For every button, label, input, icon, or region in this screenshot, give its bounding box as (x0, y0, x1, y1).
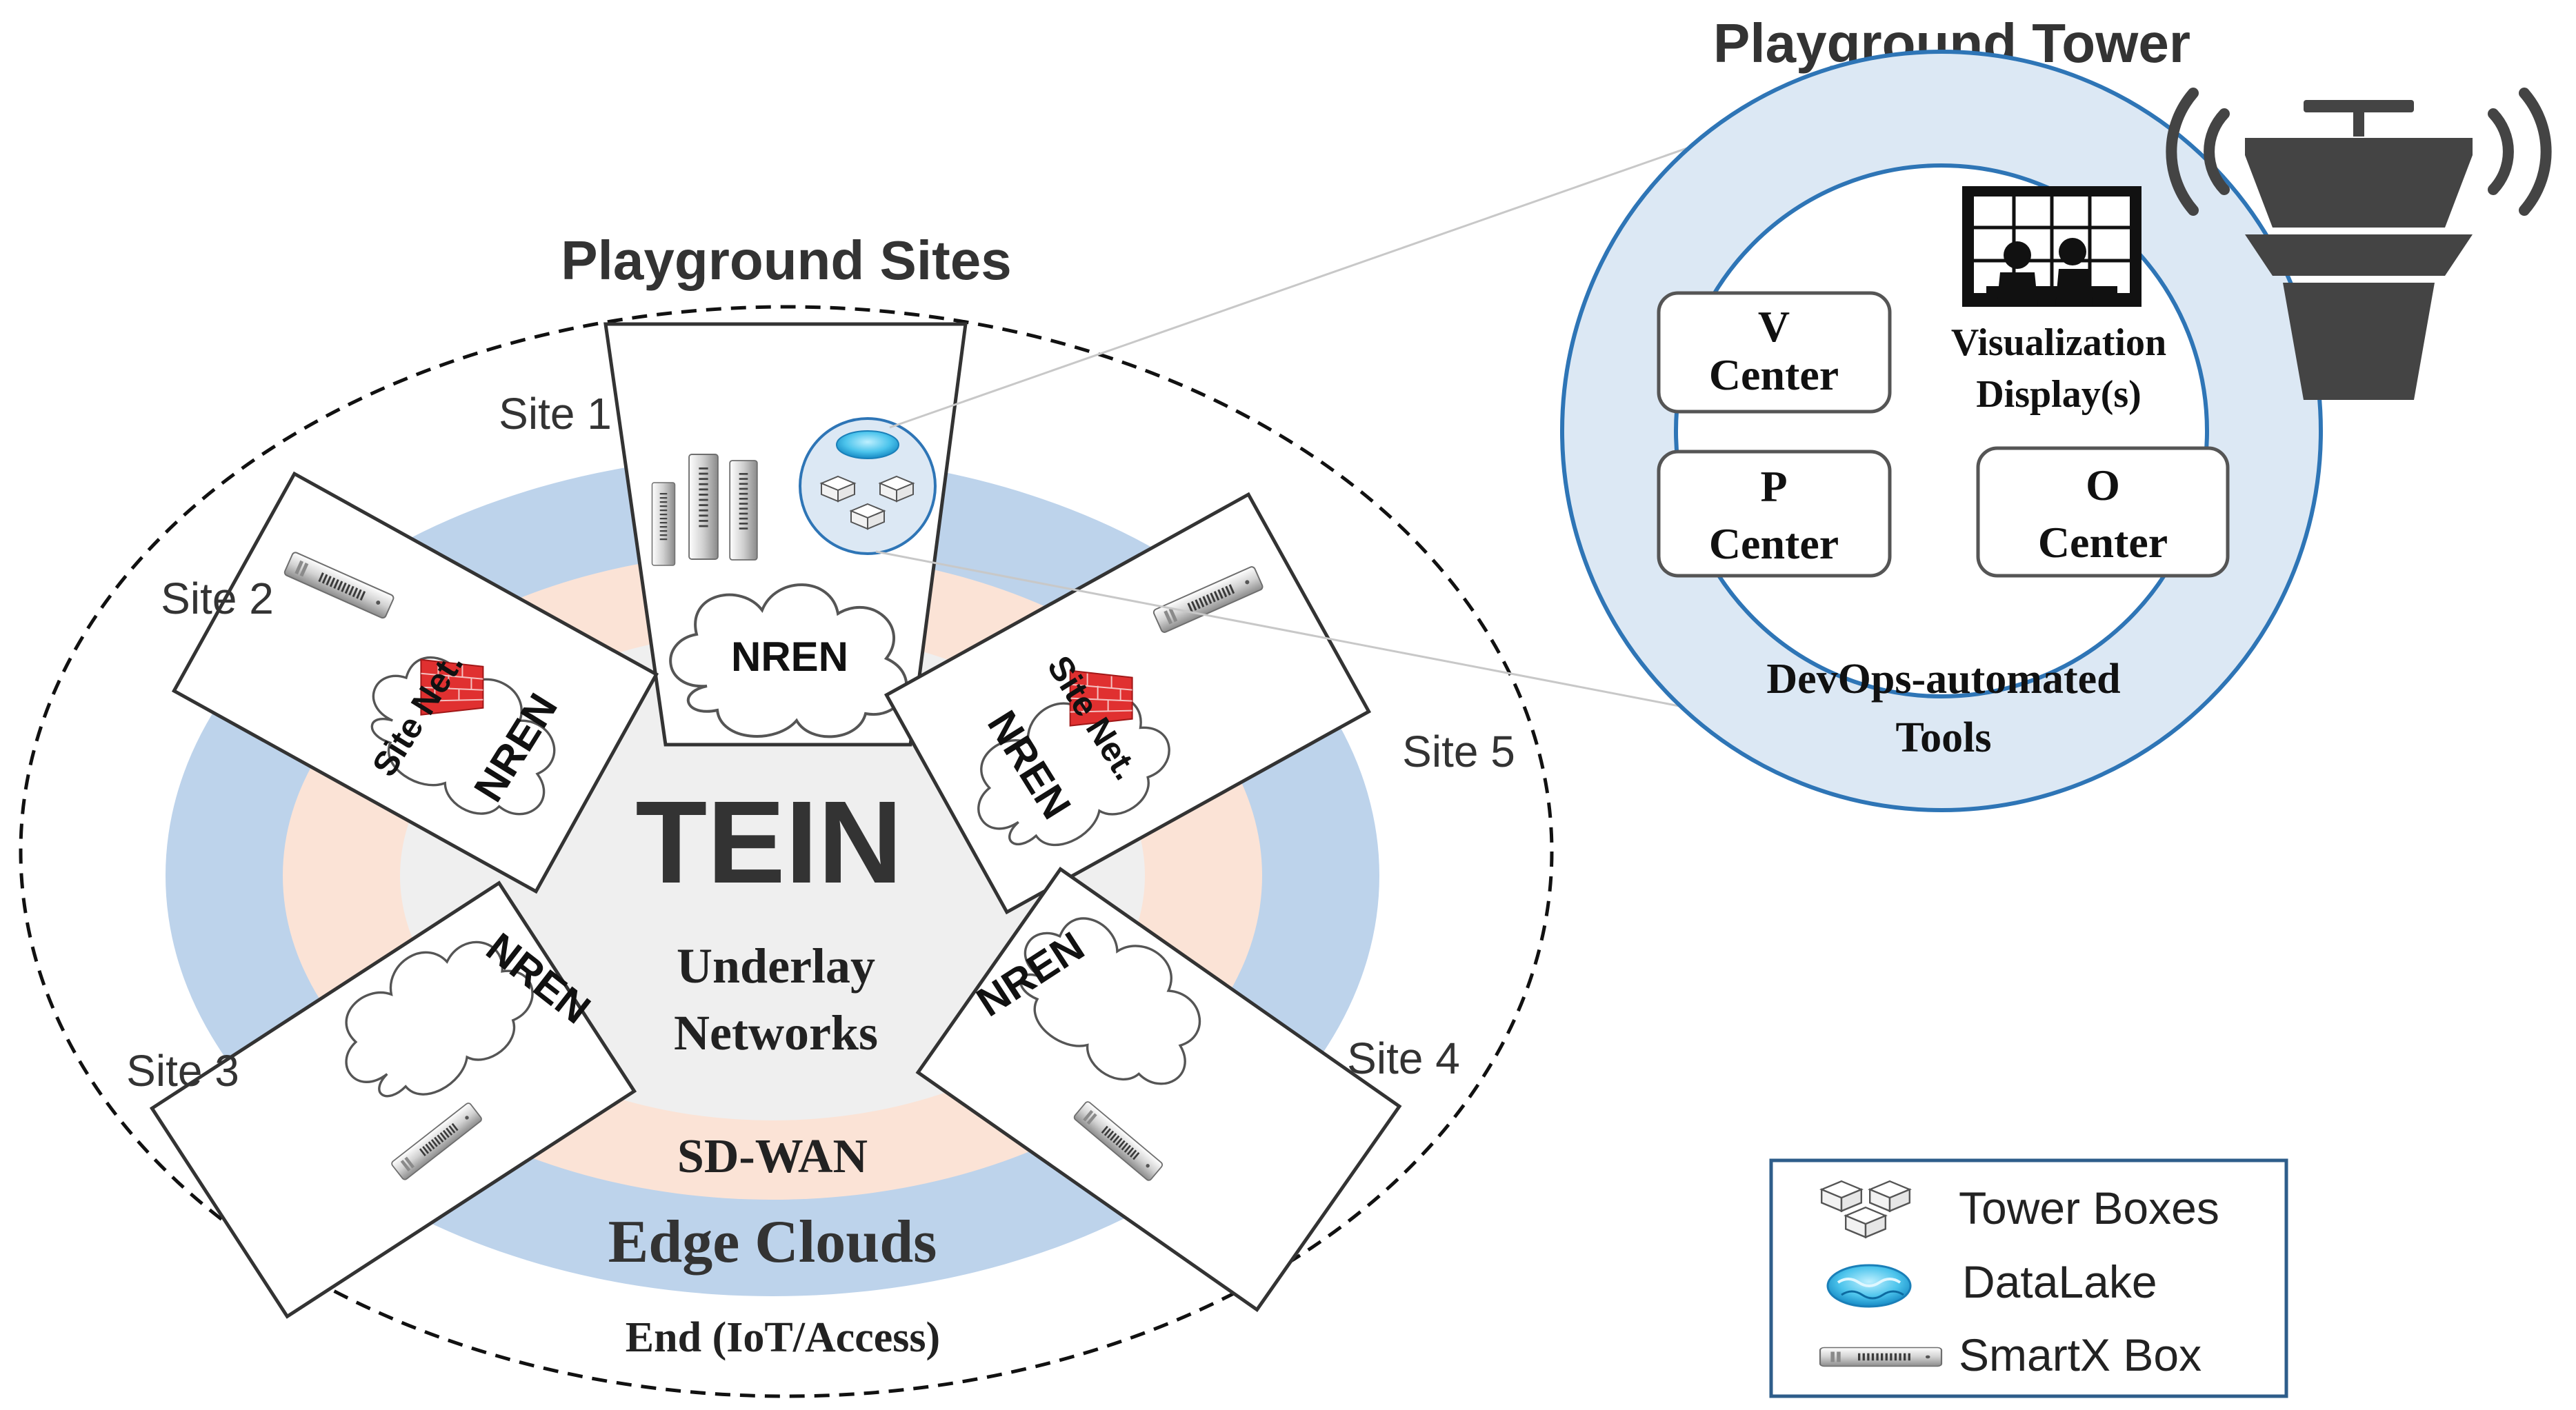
site-3-label: Site 3 (126, 1046, 239, 1096)
o-center-box (1976, 446, 2230, 578)
site-4: NREN Site 4 (915, 866, 1460, 1313)
v-center-box (1657, 291, 1892, 414)
nren-cloud-icon: NREN (669, 583, 908, 738)
smartx-legend-icon (1819, 1347, 1943, 1367)
datalake-legend-icon (1826, 1264, 1912, 1308)
playground-tower: V Center P Center O Center Vis (1560, 50, 2552, 812)
underlay-label-line2: Networks (674, 1005, 878, 1060)
p-center-box (1657, 450, 1892, 578)
legend-datalake-label: DataLake (1962, 1256, 2157, 1307)
visualization-label-line1: Visualization (1951, 321, 2166, 364)
o-center-label-line1: O (2086, 461, 2120, 510)
nren-label: NREN (731, 634, 848, 680)
end-iot-label: End (IoT/Access) (626, 1314, 940, 1361)
tein-label: TEIN (635, 777, 902, 908)
site-4-label: Site 4 (1347, 1034, 1460, 1083)
sdwan-label: SD-WAN (677, 1130, 868, 1183)
p-center-label-line2: Center (1709, 519, 1839, 568)
site-1-label: Site 1 (499, 389, 612, 439)
legend-smartx-label: SmartX Box (1959, 1329, 2201, 1380)
playground-sites-title: Playground Sites (561, 230, 1011, 291)
control-tower-icon (2166, 88, 2552, 400)
edge-clouds-label: Edge Clouds (608, 1209, 937, 1276)
site-5-label: Site 5 (1402, 727, 1515, 776)
site-3: NREN Site 3 (126, 880, 637, 1319)
p-center-label-line1: P (1760, 462, 1787, 511)
v-center-label-line1: V (1758, 302, 1790, 351)
v-center-label-line2: Center (1709, 350, 1839, 399)
o-center-label-line2: Center (2038, 518, 2168, 567)
site-1: NREN Site 1 (499, 322, 968, 747)
devops-label-line1: DevOps-automated (1766, 656, 2120, 703)
visualization-display-icon (1962, 186, 2141, 307)
legend: Tower Boxes DataLake SmartX Box (1769, 1158, 2288, 1398)
end-access-boundary (19, 305, 1554, 1398)
legend-tower-boxes-label: Tower Boxes (1959, 1182, 2219, 1233)
devops-label-line2: Tools (1895, 714, 1991, 761)
underlay-label-line1: Underlay (677, 938, 875, 994)
site-2-label: Site 2 (161, 574, 274, 623)
tower-boxes-icon (799, 417, 937, 555)
visualization-label-line2: Display(s) (1976, 373, 2141, 416)
site-5: Site Net. NREN Site 5 (883, 492, 1515, 915)
site-2: Site Net. NREN Site 2 (161, 471, 659, 894)
